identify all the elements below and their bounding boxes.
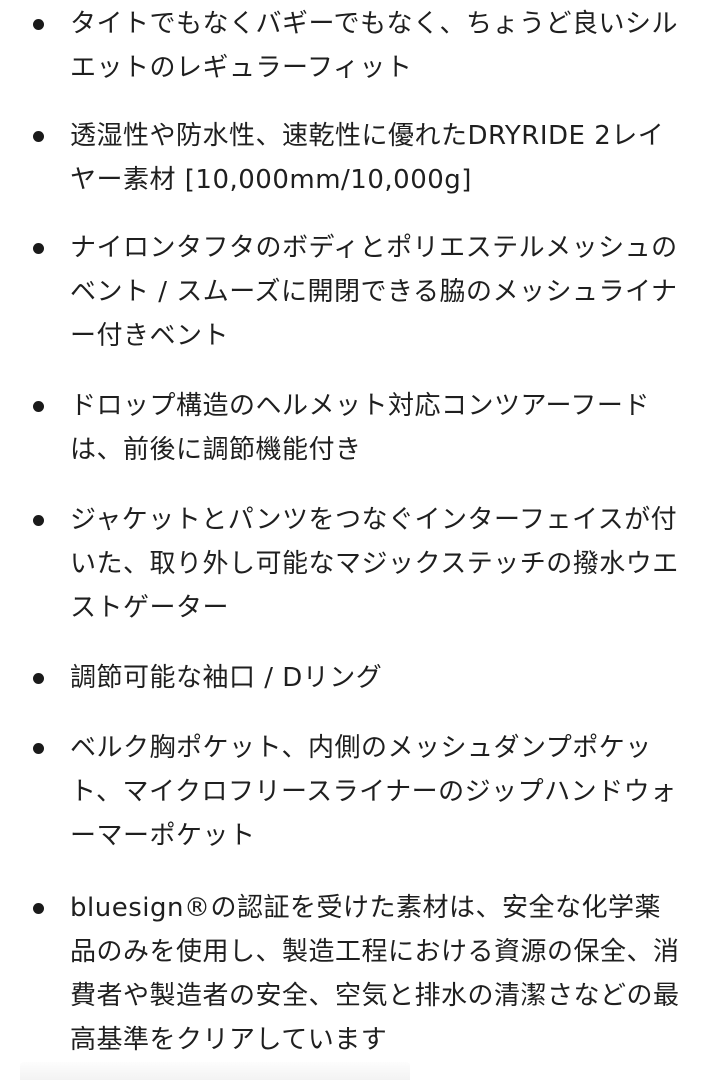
feature-item: ジャケットとパンツをつなぐインターフェイスが付いた、取り外し可能なマジックステッ… [33, 498, 680, 630]
feature-text: 調節可能な袖口 / Dリング [70, 663, 383, 693]
feature-item: 調節可能な袖口 / Dリング [33, 656, 680, 700]
feature-text: タイトでもなくバギーでもなく、ちょうど良いシルエットのレギュラーフィット [70, 9, 678, 83]
bullet-icon [33, 243, 44, 254]
feature-item: bluesign®の認証を受けた素材は、安全な化学薬品のみを使用し、製造工程にお… [33, 886, 680, 1062]
feature-text: bluesign®の認証を受けた素材は、安全な化学薬品のみを使用し、製造工程にお… [70, 893, 680, 1055]
feature-text: ジャケットとパンツをつなぐインターフェイスが付いた、取り外し可能なマジックステッ… [70, 505, 679, 623]
feature-item: ベルク胸ポケット、内側のメッシュダンプポケット、マイクロフリースライナーのジップ… [33, 726, 680, 858]
bullet-icon [33, 903, 44, 914]
feature-text: ナイロンタフタのボディとポリエステルメッシュのベント / スムーズに開閉できる脇… [70, 233, 678, 351]
feature-item: ドロップ構造のヘルメット対応コンツアーフードは、前後に調節機能付き [33, 384, 680, 472]
feature-item: ナイロンタフタのボディとポリエステルメッシュのベント / スムーズに開閉できる脇… [33, 226, 680, 358]
bullet-icon [33, 131, 44, 142]
feature-item: 透湿性や防水性、速乾性に優れたDRYRIDE 2レイヤー素材 [10,000mm… [33, 114, 680, 202]
bottom-fade-divider [20, 1062, 410, 1080]
bullet-icon [33, 673, 44, 684]
bullet-icon [33, 515, 44, 526]
feature-item: タイトでもなくバギーでもなく、ちょうど良いシルエットのレギュラーフィット [33, 2, 680, 90]
feature-text: ベルク胸ポケット、内側のメッシュダンプポケット、マイクロフリースライナーのジップ… [70, 733, 677, 851]
bullet-icon [33, 19, 44, 30]
feature-text: 透湿性や防水性、速乾性に優れたDRYRIDE 2レイヤー素材 [10,000mm… [70, 121, 665, 195]
feature-text: ドロップ構造のヘルメット対応コンツアーフードは、前後に調節機能付き [70, 391, 650, 465]
bullet-icon [33, 401, 44, 412]
bullet-icon [33, 743, 44, 754]
